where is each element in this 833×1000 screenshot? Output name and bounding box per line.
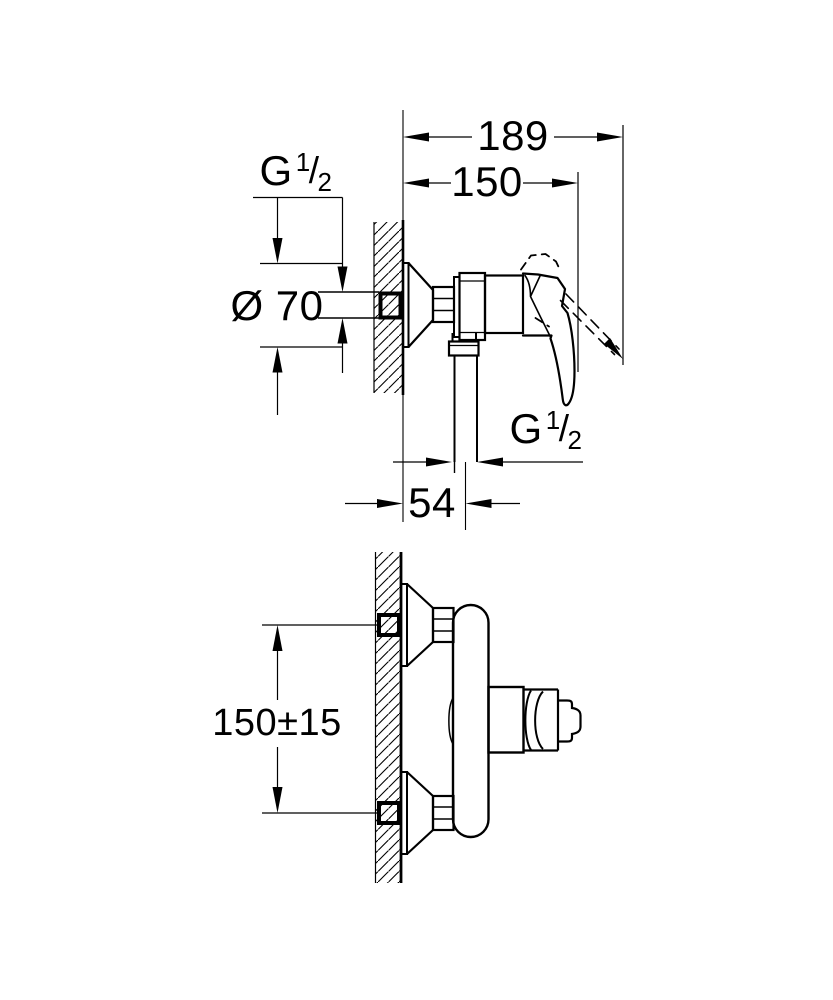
dim-150-label: 150	[451, 158, 523, 205]
dimension-dia70-and-inlet-thread	[253, 196, 348, 415]
square-fitting-upper	[377, 613, 401, 637]
handle-facets	[524, 274, 552, 338]
inlet-thread-slash: /	[308, 150, 320, 191]
dim-150-arrow-right	[552, 178, 578, 188]
outlet-neck	[451, 333, 477, 342]
body-section-1-steps	[459, 280, 485, 334]
outlet-thread-slash: /	[558, 408, 570, 449]
dim-150pm15-arrow-top	[272, 625, 283, 651]
valve-body-side	[453, 271, 525, 342]
cartridge-assembly	[487, 685, 582, 754]
dia70-arrow-top	[272, 238, 283, 264]
escutcheon-cone-upper	[406, 583, 435, 667]
dim-150-arrow-left	[403, 178, 429, 188]
hex-nut-facets-upper	[433, 618, 454, 632]
outlet-thread-denominator: 2	[567, 425, 583, 455]
dimension-189	[403, 125, 624, 365]
outlet-collar	[447, 340, 480, 357]
hex-nut-facets	[433, 297, 454, 312]
escutcheon-face-plate	[402, 262, 410, 348]
dim-54-arrow-left	[377, 499, 403, 508]
dim-150pm15-label: 150±15	[212, 702, 342, 744]
dimension-150pm15	[262, 624, 377, 814]
dimension-outlet-thread	[393, 457, 583, 467]
supply-pipe-lines	[318, 291, 379, 319]
square-fitting	[378, 291, 403, 320]
inlet-thread-numerator: 1	[295, 147, 311, 177]
dimension-150	[403, 172, 579, 372]
escutcheon-diameter-label: Ø 70	[230, 282, 324, 329]
square-fitting-lower	[377, 801, 401, 825]
dia70-arrow-bottom	[272, 347, 283, 373]
capsule-silhouette-arc	[448, 697, 454, 745]
handle-raised-dashed-2	[534, 317, 550, 328]
dim-54-label: 54	[408, 479, 456, 526]
outlet-pipe	[453, 355, 478, 462]
dim-54-arrow-right	[465, 499, 492, 508]
escutcheon-cone-lower	[406, 771, 435, 855]
outlet-thread-numerator: 1	[545, 405, 561, 435]
hex-nut-facets-lower	[433, 806, 454, 820]
hex-nut-upper	[431, 606, 455, 644]
inlet-thread-letter: G	[259, 147, 293, 194]
escutcheon-cone	[407, 262, 435, 348]
inlet-thread-denominator: 2	[317, 167, 333, 197]
lower-connection	[377, 771, 455, 855]
dim-189-arrow-right	[597, 132, 623, 142]
dim-150pm15-arrow-bottom	[272, 787, 283, 813]
lever-handle	[520, 253, 623, 407]
outlet-assembly	[447, 333, 480, 530]
hex-nut-lower	[431, 794, 455, 832]
dim-150pm15-extensions	[262, 624, 377, 814]
handle-outline	[521, 272, 576, 407]
inlet-thread-arrow-top	[337, 266, 348, 292]
dia70-extension-lines	[260, 262, 343, 348]
front-view	[262, 552, 582, 883]
front-view-wall-section	[374, 552, 403, 883]
dimension-54	[345, 499, 520, 508]
escutcheon-face-lower	[400, 771, 408, 855]
cartridge-dome-edges	[523, 688, 560, 752]
cartridge-knob	[558, 699, 582, 743]
cartridge-dome-arcs	[524, 689, 544, 751]
escutcheon-face-upper	[400, 583, 408, 667]
body-capsule	[448, 603, 490, 839]
body-section-2	[483, 274, 525, 335]
side-view	[253, 110, 624, 530]
outlet-thread-arrow-left	[426, 457, 452, 467]
dim-189-arrow-left	[403, 132, 429, 142]
body-section-1	[458, 271, 487, 342]
inlet-thread-arrow-bottom	[337, 318, 348, 344]
capsule-outline	[451, 603, 490, 839]
hex-nut-side	[431, 285, 456, 324]
lever-swing-arrowhead	[604, 338, 623, 359]
outlet-thread-arrow-right	[477, 457, 503, 467]
wall-hatching	[375, 552, 401, 883]
escutcheon-side	[402, 262, 435, 348]
hex-nut-outline	[431, 285, 456, 324]
inlet-connection	[318, 291, 403, 320]
handle-raised-dashed	[520, 253, 562, 272]
dim-189-label: 189	[477, 112, 549, 159]
cartridge-flange	[487, 685, 525, 754]
outlet-thread-letter: G	[509, 405, 543, 452]
